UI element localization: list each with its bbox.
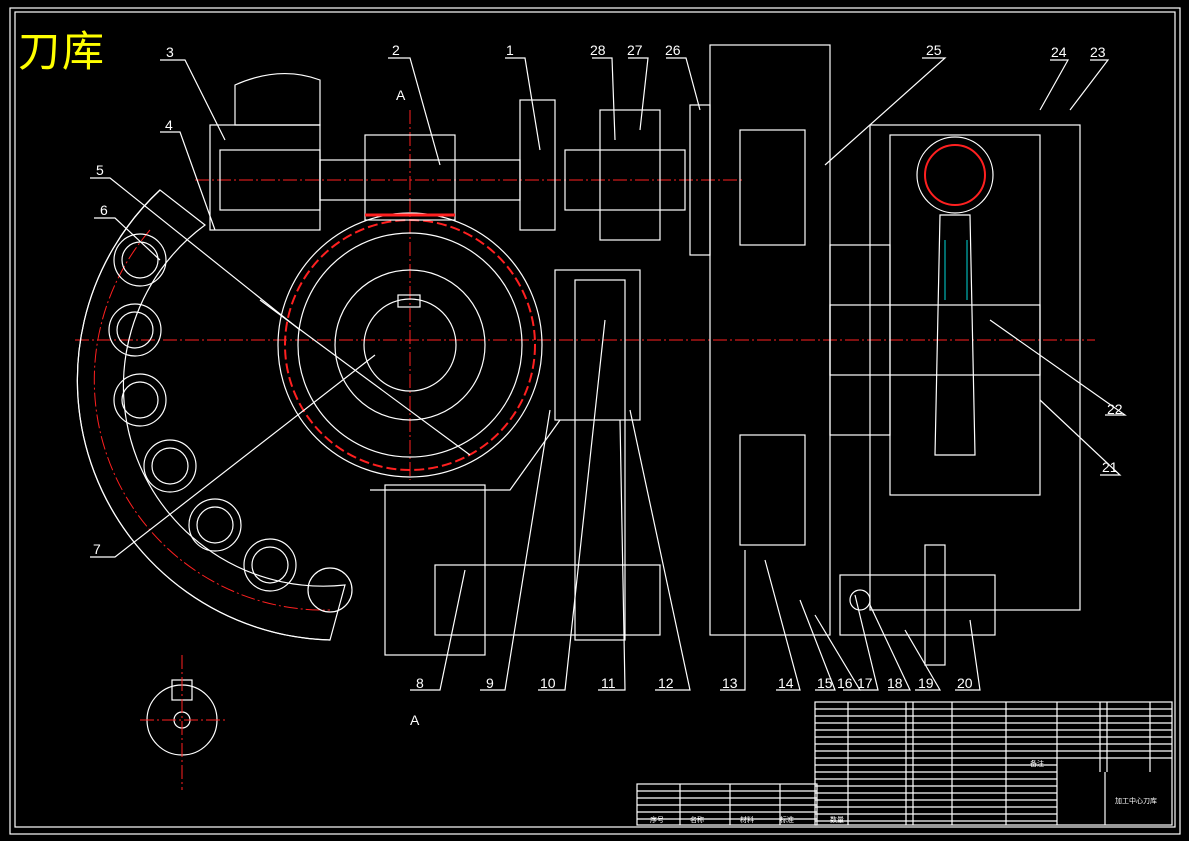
section-a-view bbox=[140, 655, 225, 790]
section-mark-top: A bbox=[396, 87, 406, 103]
part-label-8: 8 bbox=[416, 675, 424, 691]
tb-header-qty: 数量 bbox=[830, 815, 844, 824]
part-label-2: 2 bbox=[392, 42, 400, 58]
center-housing bbox=[709, 44, 1081, 636]
part-label-28: 28 bbox=[590, 42, 606, 58]
tb-header-remark: 备注 bbox=[1030, 759, 1044, 768]
tb-header-no: 序号 bbox=[650, 815, 664, 824]
tool-disc bbox=[76, 189, 353, 641]
part-label-6: 6 bbox=[100, 202, 108, 218]
tb-header-name: 名称 bbox=[690, 815, 704, 824]
part-label-21: 21 bbox=[1102, 459, 1118, 475]
title-block bbox=[636, 701, 1173, 826]
worm-shaft bbox=[209, 73, 711, 256]
inner-border bbox=[14, 11, 1176, 828]
tb-header-material: 材料 bbox=[740, 815, 754, 824]
part-label-22: 22 bbox=[1107, 401, 1123, 417]
part-label-9: 9 bbox=[486, 675, 494, 691]
part-label-14: 14 bbox=[778, 675, 794, 691]
part-label-10: 10 bbox=[540, 675, 556, 691]
part-label-12: 12 bbox=[658, 675, 674, 691]
drawing-title: 刀库 bbox=[18, 27, 107, 76]
part-label-18: 18 bbox=[887, 675, 903, 691]
part-label-17: 17 bbox=[857, 675, 873, 691]
worm-wheel bbox=[259, 212, 543, 478]
part-label-16: 16 bbox=[837, 675, 853, 691]
part-label-27: 27 bbox=[627, 42, 643, 58]
part-label-5: 5 bbox=[96, 162, 104, 178]
cylinder-assembly bbox=[370, 269, 996, 666]
tb-drawing-name: 加工中心刀库 bbox=[1115, 796, 1157, 805]
part-label-1: 1 bbox=[506, 42, 514, 58]
part-label-11: 11 bbox=[601, 675, 616, 691]
part-label-20: 20 bbox=[957, 675, 973, 691]
part-label-13: 13 bbox=[722, 675, 738, 691]
part-label-15: 15 bbox=[817, 675, 833, 691]
leader-lines bbox=[90, 57, 1127, 691]
tb-header-standard: 标准 bbox=[780, 815, 794, 824]
section-mark-bottom: A bbox=[410, 712, 420, 728]
part-label-25: 25 bbox=[926, 42, 942, 58]
part-label-3: 3 bbox=[166, 44, 174, 60]
part-labels: 1 2 3 4 5 6 7 8 9 10 11 12 13 14 15 16 1… bbox=[93, 42, 1123, 691]
part-label-26: 26 bbox=[665, 42, 681, 58]
part-label-23: 23 bbox=[1090, 44, 1106, 60]
outer-border bbox=[9, 7, 1181, 835]
part-label-19: 19 bbox=[918, 675, 934, 691]
part-label-7: 7 bbox=[93, 541, 101, 557]
part-label-4: 4 bbox=[165, 117, 173, 133]
part-label-24: 24 bbox=[1051, 44, 1067, 60]
